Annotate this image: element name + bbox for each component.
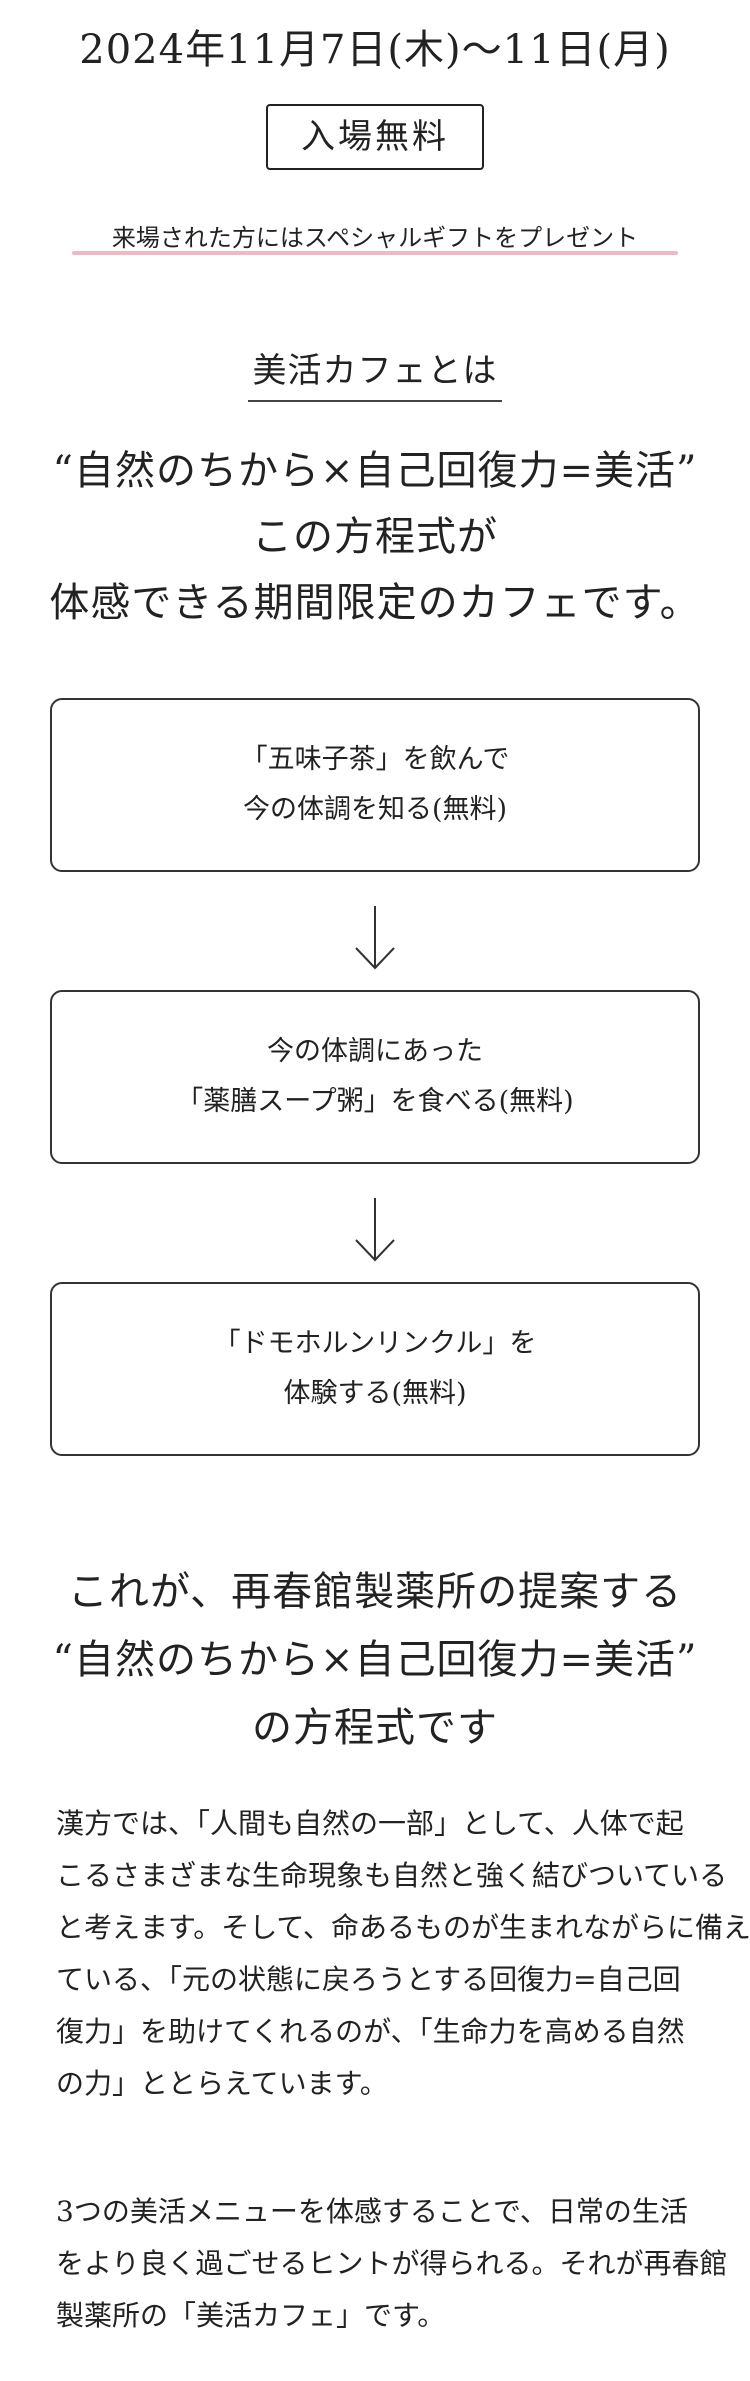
step-line: 今の体調を知る(無料) [242,794,508,825]
paragraph-line: 漢方では、「人間も自然の一部」として、人体で起 [56,1807,684,1840]
paragraph-line: こるさまざまな生命現象も自然と強く結びついている [56,1859,728,1892]
intro-line: “自然のちから×自己回復力=美活” [52,448,698,494]
admission-badge: 入場無料 [266,104,484,170]
step-line: 「薬膳スープ粥」を食べる(無料) [176,1086,574,1117]
step-line: 「ドモホルンリンクル」を [213,1328,537,1359]
section-title-underline [248,400,502,402]
event-date: 2024年11月7日(木)〜11日(月) [79,27,671,73]
body-paragraph: 漢方では、「人間も自然の一部」として、人体で起 こるさまざまな生命現象も自然と強… [56,1798,750,2110]
arrow-down-icon [355,906,395,970]
conclusion-line: これが、再春館製薬所の提案する [67,1569,683,1615]
conclusion-line: “自然のちから×自己回復力=美活” [52,1637,698,1683]
step-line: 「五味子茶」を飲んで [240,744,510,775]
intro-line: 体感できる期間限定のカフェです。 [49,580,701,626]
paragraph-line: 3つの美活メニューを体感することで、日常の生活 [56,2195,688,2228]
arrow-down-icon [355,1198,395,1262]
paragraph-line: 復力」を助けてくれるのが、「生命力を高める自然 [56,2015,685,2048]
step-box-domohorn: 「ドモホルンリンクル」を 体験する(無料) [50,1282,700,1456]
conclusion-line: の方程式です [252,1705,498,1751]
paragraph-line: 製薬所の「美活カフェ」です。 [56,2299,446,2332]
step-line: 体験する(無料) [283,1378,467,1409]
step-box-tea: 「五味子茶」を飲んで 今の体調を知る(無料) [50,698,700,872]
paragraph-line: ている、「元の状態に戻ろうとする回復力=自己回 [56,1963,681,1996]
step-box-soup: 今の体調にあった 「薬膳スープ粥」を食べる(無料) [50,990,700,1164]
gift-note: 来場された方にはスペシャルギフトをプレゼント [111,224,639,252]
intro-text: “自然のちから×自己回復力=美活” この方程式が 体感できる期間限定のカフェです… [0,438,750,636]
paragraph-line: と考えます。そして、命あるものが生まれながらに備え [56,1911,750,1944]
intro-line: この方程式が [252,514,498,560]
step-line: 今の体調にあった [267,1036,483,1067]
section-title: 美活カフェとは [252,351,498,391]
paragraph-line: をより良く過ごせるヒントが得られる。それが再春館 [56,2247,728,2280]
conclusion-text: これが、再春館製薬所の提案する “自然のちから×自己回復力=美活” の方程式です [0,1558,750,1762]
paragraph-line: の力」ととらえています。 [56,2067,388,2100]
gift-underline [72,251,678,255]
body-paragraph: 3つの美活メニューを体感することで、日常の生活 をより良く過ごせるヒントが得られ… [56,2186,728,2342]
